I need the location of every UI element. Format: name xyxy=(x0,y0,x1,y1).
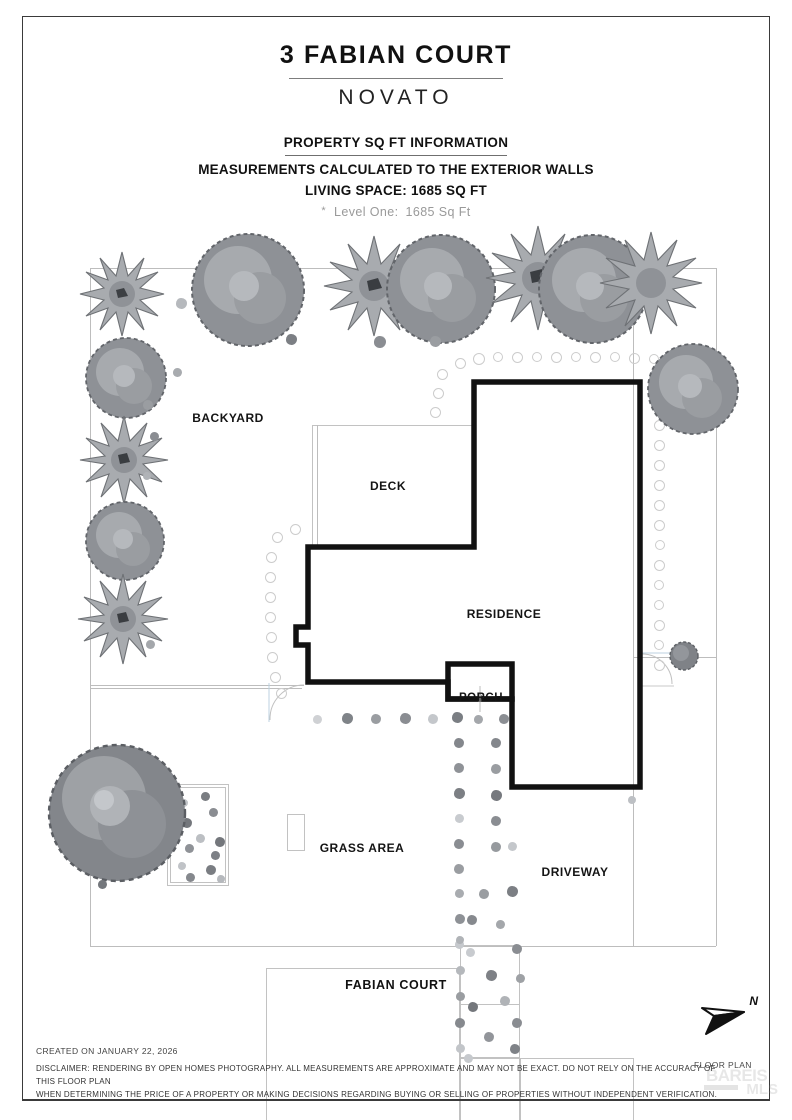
tree-spiky-left-2 xyxy=(79,415,169,505)
tree-bushy-top-2 xyxy=(386,234,496,344)
site-plan-drawing: up xyxy=(0,225,792,1120)
measurement-note: MEASUREMENTS CALCULATED TO THE EXTERIOR … xyxy=(198,161,594,177)
label-deck: DECK xyxy=(369,479,407,493)
watermark-bar xyxy=(704,1085,738,1090)
fence-line-left xyxy=(90,685,304,686)
lot-boundary-right xyxy=(716,268,717,946)
label-driveway: DRIVEWAY xyxy=(541,865,609,879)
label-backyard: BACKYARD xyxy=(192,411,264,425)
disclaimer-line-2: WHEN DETERMINING THE PRICE OF A PROPERTY… xyxy=(36,1090,718,1099)
tree-bushy-top-1 xyxy=(191,233,305,347)
compass-north-letter: N xyxy=(749,994,758,1008)
page-title-city: NOVATO xyxy=(338,85,454,109)
title-divider xyxy=(289,77,503,79)
living-space-total: LIVING SPACE: 1685 SQ FT xyxy=(304,182,488,198)
tree-bushy-large-bottom-left xyxy=(47,743,187,883)
tree-spiky-top-left xyxy=(79,251,165,337)
footer-block: CREATED ON JANUARY 22, 2026 DISCLAIMER: … xyxy=(36,1046,736,1101)
lot-divider-right-inner xyxy=(633,268,634,946)
tree-bushy-left-3 xyxy=(85,501,165,581)
created-on-date: CREATED ON JANUARY 22, 2026 xyxy=(36,1046,178,1056)
sqft-info-heading-wrap: PROPERTY SQ FT INFORMATION xyxy=(0,134,792,153)
tree-small-right-mid xyxy=(669,641,699,671)
window-opening-west xyxy=(287,814,305,851)
tree-spiky-top-4 xyxy=(599,231,703,335)
lot-boundary-left xyxy=(90,268,91,946)
sqft-info-block: PROPERTY SQ FT INFORMATION MEASUREMENTS … xyxy=(0,134,792,219)
level-one-value: 1685 Sq Ft xyxy=(405,204,471,219)
walkway-path xyxy=(460,1058,520,1120)
sqft-info-heading: PROPERTY SQ FT INFORMATION xyxy=(283,134,509,150)
label-residence: RESIDENCE xyxy=(466,607,542,621)
tree-bushy-left-1 xyxy=(85,337,167,419)
tree-spiky-left-4 xyxy=(77,573,169,665)
north-arrow-compass: N xyxy=(700,994,762,1036)
info-divider xyxy=(285,154,507,156)
level-one-label: Level One: xyxy=(334,204,399,219)
fence-line-left-2 xyxy=(90,688,302,689)
level-one-row: * Level One: 1685 Sq Ft xyxy=(0,205,792,219)
header-block: 3 FABIAN COURT NOVATO PROPERTY SQ FT INF… xyxy=(0,41,792,219)
tree-bushy-right-top xyxy=(647,343,739,435)
lot-boundary-bottom xyxy=(90,946,716,947)
floor-plan-tag: FLOOR PLAN xyxy=(694,1060,752,1070)
label-porch: PORCH xyxy=(458,692,504,704)
driveway-area xyxy=(520,1058,634,1120)
disclaimer-line-1: DISCLAIMER: RENDERING BY OPEN HOMES PHOT… xyxy=(36,1064,716,1086)
level-bullet-asterisk: * xyxy=(321,204,327,217)
svg-text:up: up xyxy=(477,694,484,702)
page-title-address: 3 FABIAN COURT xyxy=(279,41,513,69)
footer-divider xyxy=(22,1099,770,1101)
label-grass-area: GRASS AREA xyxy=(319,841,405,855)
porch-step-marks: up xyxy=(477,686,484,712)
deck-inner-edge xyxy=(317,425,318,547)
street-name-label: FABIAN COURT xyxy=(345,978,447,992)
